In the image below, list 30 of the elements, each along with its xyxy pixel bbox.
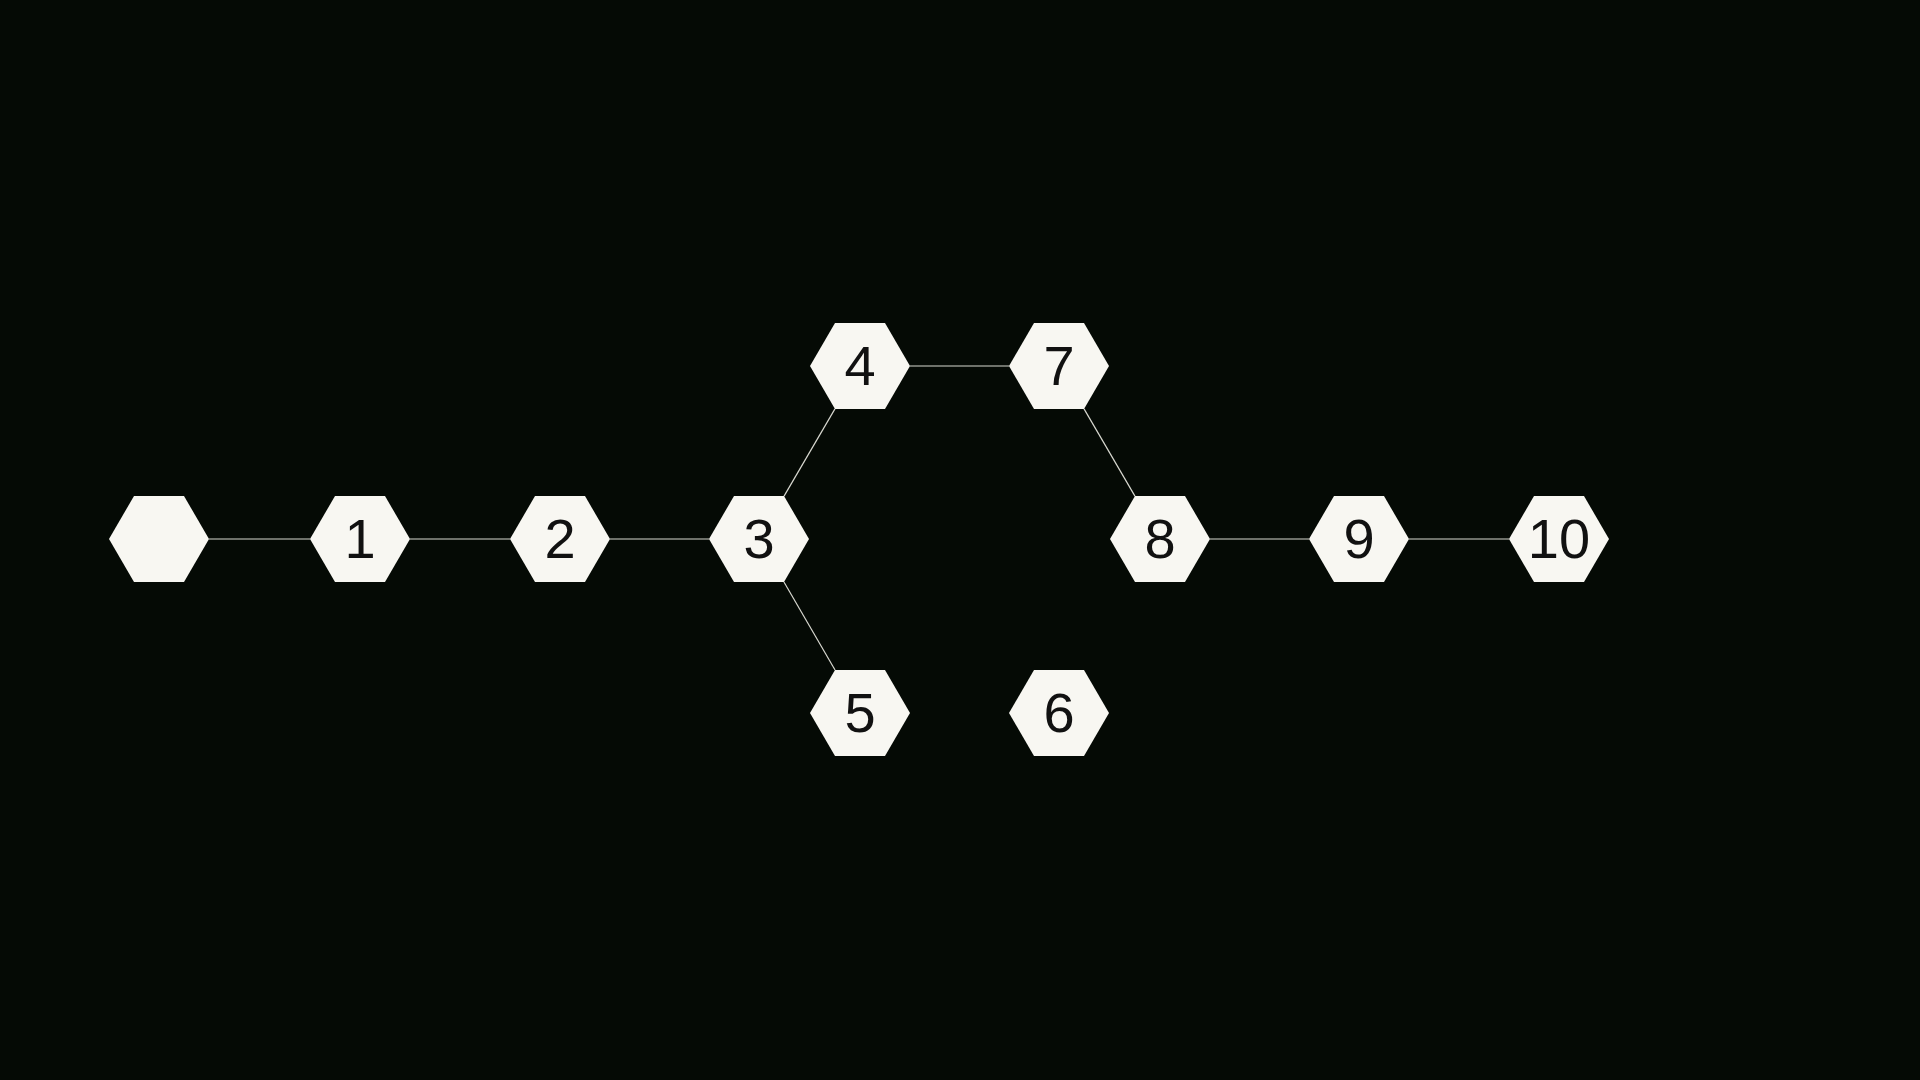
hexagon-node bbox=[510, 496, 610, 582]
hexagon-node bbox=[109, 496, 209, 582]
hexagon-node bbox=[310, 496, 410, 582]
connector-line bbox=[1209, 538, 1310, 540]
hexagon-node bbox=[1009, 670, 1109, 756]
connector-line bbox=[783, 408, 836, 497]
connector-line bbox=[409, 538, 511, 540]
hexagon-node bbox=[1509, 496, 1609, 582]
hexagon-node bbox=[1009, 323, 1109, 409]
connector-line bbox=[783, 581, 836, 671]
node-number: 2 bbox=[544, 511, 576, 567]
hexagon-node bbox=[709, 496, 809, 582]
node-number: 1 bbox=[344, 511, 376, 567]
hexagon-node bbox=[1110, 496, 1210, 582]
hexagon-node bbox=[810, 670, 910, 756]
node-number: 6 bbox=[1043, 685, 1075, 741]
hexagon-node bbox=[1309, 496, 1409, 582]
node-number: 3 bbox=[743, 511, 775, 567]
node-number: 8 bbox=[1144, 511, 1176, 567]
node-number: 10 bbox=[1527, 511, 1591, 567]
connector-line bbox=[1408, 538, 1510, 540]
hexagon-node bbox=[810, 323, 910, 409]
node-number: 9 bbox=[1343, 511, 1375, 567]
connector-line bbox=[909, 365, 1010, 367]
node-number: 4 bbox=[844, 338, 876, 394]
connector-line bbox=[609, 538, 710, 540]
node-number: 7 bbox=[1043, 338, 1075, 394]
connector-line bbox=[208, 538, 311, 540]
connector-line bbox=[1083, 408, 1136, 497]
node-number: 5 bbox=[844, 685, 876, 741]
